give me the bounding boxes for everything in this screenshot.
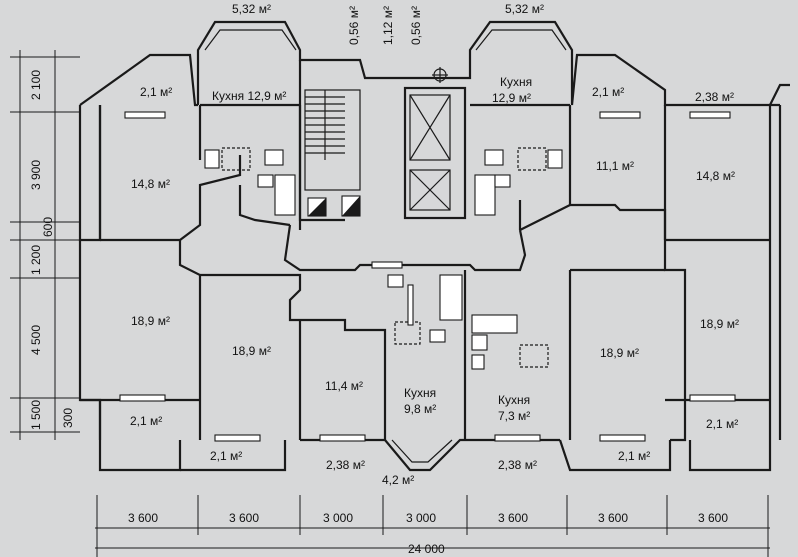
kitchen-bcr-area: 7,3 м² bbox=[498, 409, 530, 423]
stair-core bbox=[304, 89, 361, 217]
stair-treads bbox=[305, 90, 345, 160]
dim-bottom-1: 3 600 bbox=[128, 511, 158, 525]
interior-walls bbox=[80, 60, 770, 442]
balcony-tr1-label: 2,1 м² bbox=[592, 85, 624, 99]
fixtures bbox=[204, 147, 563, 370]
dim-left-6: 1 500 bbox=[29, 400, 43, 430]
lift-core bbox=[403, 67, 467, 220]
room-tr1-label: 11,1 м² bbox=[596, 159, 634, 173]
dim-left-7: 300 bbox=[61, 408, 75, 428]
dim-left-4: 1 200 bbox=[29, 245, 43, 275]
balcony-tr2-label: 2,38 м² bbox=[695, 90, 734, 104]
room-tr2-label: 14,8 м² bbox=[696, 169, 735, 183]
dim-bottom-5: 3 600 bbox=[498, 511, 528, 525]
room-br1-label: 18,9 м² bbox=[600, 346, 639, 360]
windows bbox=[119, 29, 736, 463]
dim-bottom-6: 3 600 bbox=[598, 511, 628, 525]
dimension-lines bbox=[10, 50, 770, 557]
bay-right-top-label: 5,32 м² bbox=[505, 2, 544, 16]
room-bc-label: 11,4 м² bbox=[325, 379, 363, 393]
balcony-tl-label: 2,1 м² bbox=[140, 85, 172, 99]
room-bl2-label: 18,9 м² bbox=[232, 344, 271, 358]
balcony-bc1-label: 2,38 м² bbox=[326, 458, 365, 472]
balcony-bc3-label: 2,38 м² bbox=[498, 458, 537, 472]
room-br2-label: 18,9 м² bbox=[700, 317, 739, 331]
room-labels: 5,32 м² 5,32 м² 0,56 м² 1,12 м² 0,56 м² … bbox=[130, 2, 739, 487]
dim-bottom-2: 3 600 bbox=[229, 511, 259, 525]
dim-left-2: 3 900 bbox=[29, 160, 43, 190]
kitchen-tr-area: 12,9 м² bbox=[492, 91, 531, 105]
kitchen-tr-title: Кухня bbox=[500, 75, 532, 89]
shaft-3-label: 0,56 м² bbox=[409, 6, 423, 45]
balcony-bl2-label: 2,1 м² bbox=[210, 449, 242, 463]
outer-walls bbox=[78, 20, 790, 472]
shaft-2-label: 1,12 м² bbox=[381, 6, 395, 45]
kitchen-bc-area: 9,8 м² bbox=[404, 402, 436, 416]
dim-bottom-4: 3 000 bbox=[406, 511, 436, 525]
bay-left-top-label: 5,32 м² bbox=[232, 2, 271, 16]
dim-left-1: 2 100 bbox=[29, 70, 43, 100]
dim-left-3: 600 bbox=[41, 217, 55, 237]
balcony-bc2-label: 4,2 м² bbox=[382, 473, 414, 487]
dim-bottom-total: 24 000 bbox=[408, 542, 445, 556]
room-tl-label: 14,8 м² bbox=[131, 177, 170, 191]
kitchen-bcr-title: Кухня bbox=[498, 393, 530, 407]
kitchen-bc-title: Кухня bbox=[404, 386, 436, 400]
dim-bottom-3: 3 000 bbox=[323, 511, 353, 525]
balcony-bl1-label: 2,1 м² bbox=[130, 414, 162, 428]
dimension-labels: 3 600 3 600 3 000 3 000 3 600 3 600 3 60… bbox=[29, 70, 728, 556]
kitchen-tl-label: Кухня 12,9 м² bbox=[212, 89, 286, 103]
shaft-1-label: 0,56 м² bbox=[347, 6, 361, 45]
balcony-br2-label: 2,1 м² bbox=[706, 417, 738, 431]
room-bl1-label: 18,9 м² bbox=[131, 314, 170, 328]
balcony-br1-label: 2,1 м² bbox=[618, 449, 650, 463]
dim-left-5: 4 500 bbox=[29, 325, 43, 355]
dim-bottom-7: 3 600 bbox=[698, 511, 728, 525]
